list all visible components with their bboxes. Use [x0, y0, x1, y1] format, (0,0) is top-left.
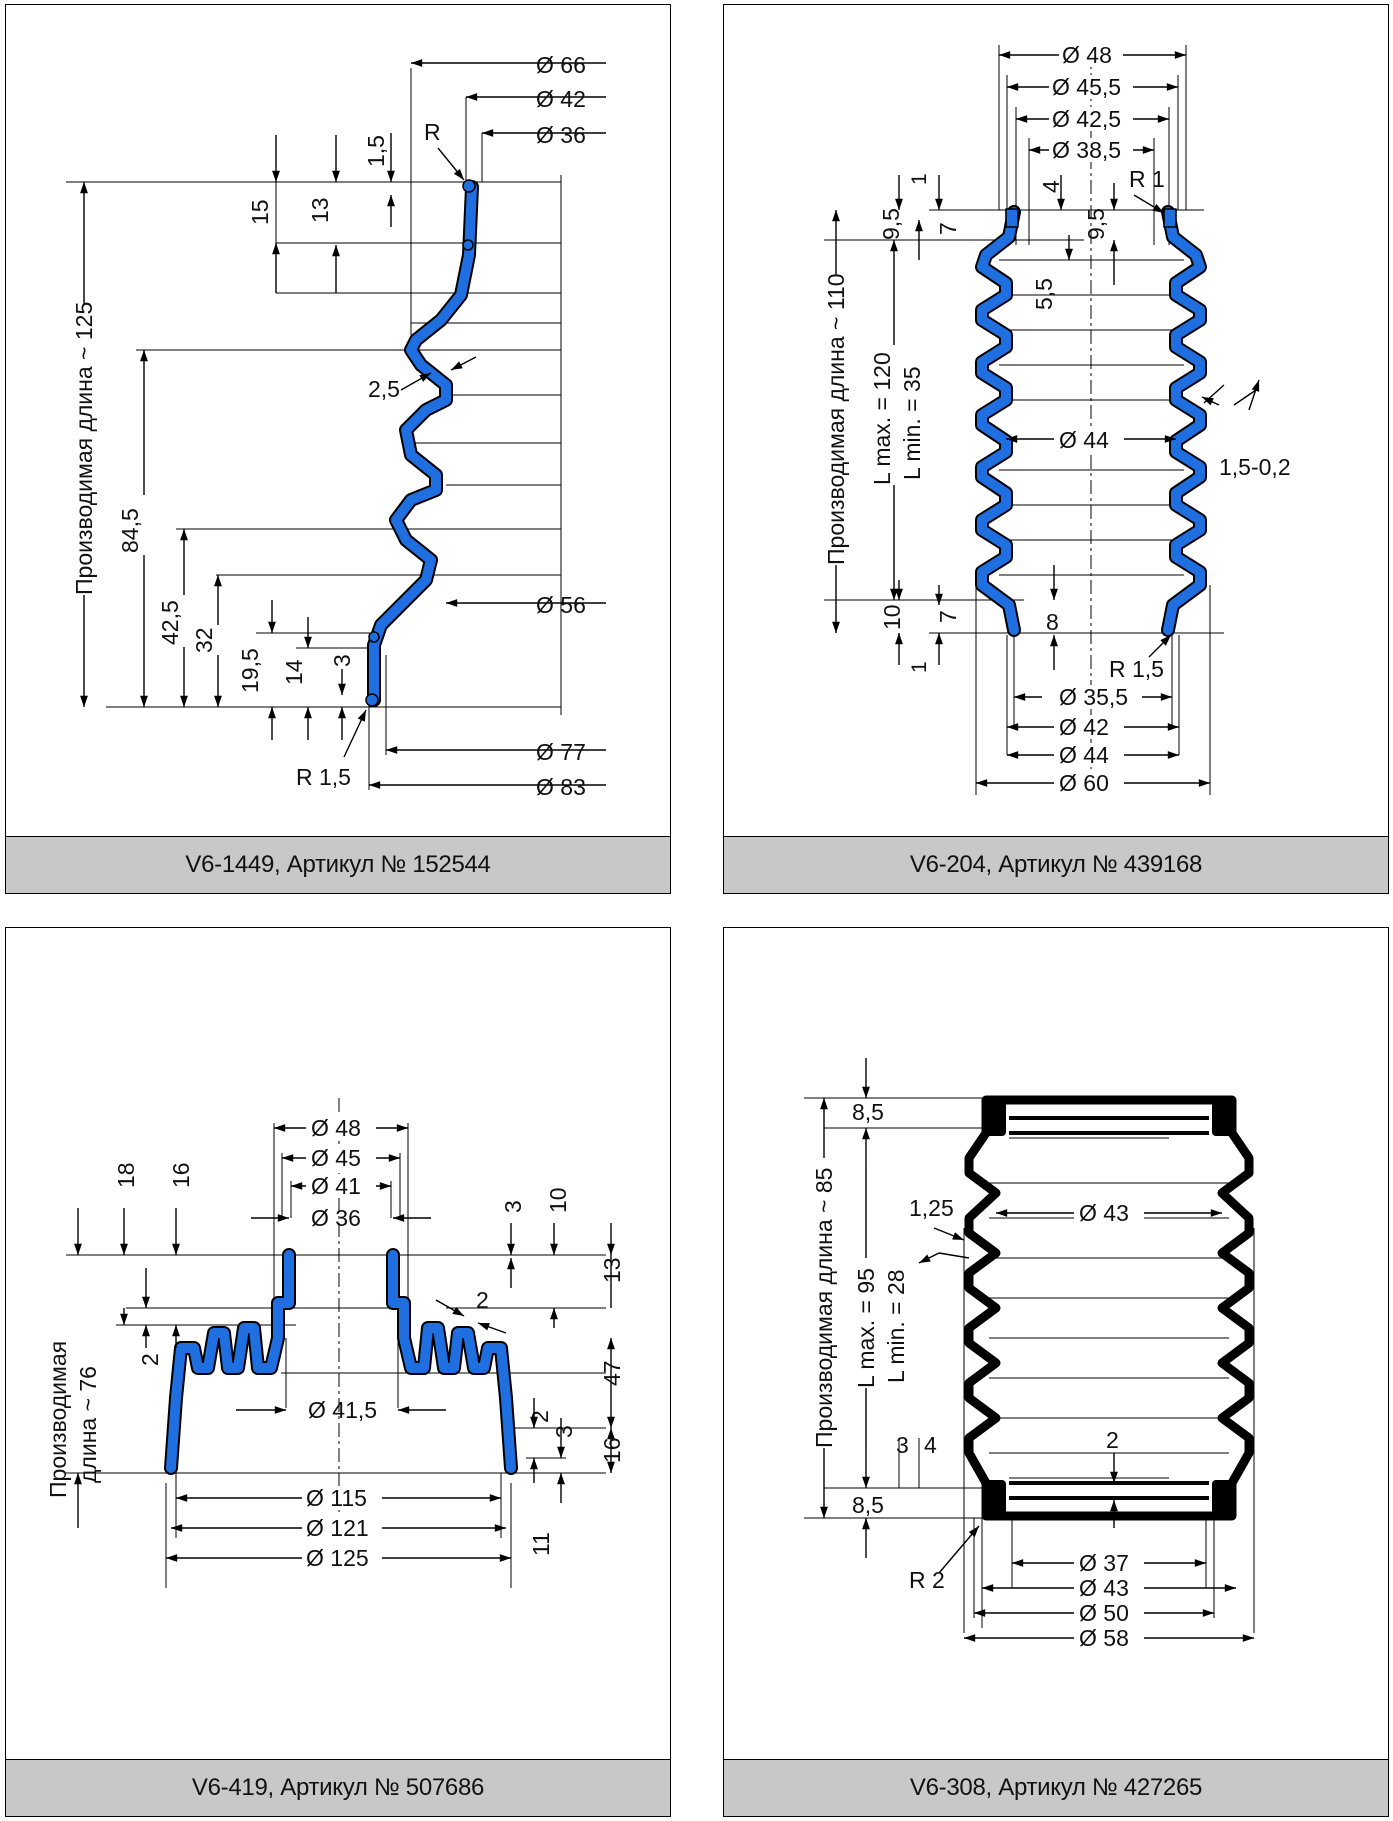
dim-d45: Ø 45 [311, 1145, 361, 1171]
dim-d125: Ø 125 [306, 1545, 369, 1571]
dim-3: 3 [329, 654, 355, 667]
panel-v6-1449: Ø 66 Ø 42 Ø 36 Ø 56 Ø 77 Ø 83 R 2,5 R 1,… [5, 4, 671, 894]
dim-d35-5: Ø 35,5 [1059, 684, 1128, 710]
dim-1-25: 1,25 [909, 1195, 954, 1221]
dim-32: 32 [191, 627, 217, 653]
label-thickness: 2,5 [368, 376, 400, 402]
label-length-1: Производимая [45, 1341, 71, 1498]
label-r: R [424, 119, 441, 145]
label-length: Производимая длина ~ 125 [71, 302, 97, 595]
panel-v6-419: Ø 48 Ø 45 Ø 41 Ø 36 18 16 2 Производимая… [5, 927, 671, 1817]
dim-8: 8 [1046, 609, 1059, 635]
dim-d66: Ø 66 [536, 52, 586, 78]
dim-11: 11 [528, 1532, 554, 1556]
dim-d41-5: Ø 41,5 [308, 1397, 377, 1423]
caption-v6-308: V6-308, Артикул № 427265 [724, 1759, 1388, 1816]
dim-18: 18 [113, 1162, 139, 1188]
dim-16-bottom: 16 [599, 1437, 625, 1463]
dim-d37: Ø 37 [1079, 1550, 1129, 1576]
dim-d44: Ø 44 [1059, 742, 1109, 768]
dim-2-right: 2 [527, 1410, 553, 1423]
dim-thickness: 2 [476, 1287, 489, 1313]
label-lmax: L max. = 120 [869, 352, 895, 485]
drawing-v6-204: Ø 48 Ø 45,5 Ø 42,5 Ø 38,5 4 R 1 1 9,5 7 … [822, 42, 1291, 796]
dim-3-top: 3 [500, 1200, 526, 1213]
dim-1-bottom: 1 [908, 661, 931, 673]
dim-13: 13 [599, 1257, 625, 1283]
dim-d60: Ø 60 [1059, 770, 1109, 796]
dim-7-top: 7 [935, 222, 961, 235]
caption-v6-204: V6-204, Артикул № 439168 [724, 836, 1388, 893]
label-r2: R 2 [909, 1567, 945, 1593]
panel-v6-308: 8,5 1,25 Ø 43 Производимая длина ~ 85 L … [723, 927, 1389, 1817]
dim-3-bottom: 3 [551, 1425, 577, 1438]
label-length: Производимая длина ~ 85 [811, 1168, 837, 1448]
dim-d44-inner: Ø 44 [1059, 427, 1109, 453]
dim-d77: Ø 77 [536, 739, 586, 765]
dim-14: 14 [281, 659, 307, 685]
dim-d48: Ø 48 [311, 1115, 361, 1141]
dim-d50: Ø 50 [1079, 1600, 1129, 1626]
label-lmin: L min. = 28 [883, 1269, 909, 1383]
dim-1-5: 1,5 [363, 135, 389, 167]
dim-47: 47 [599, 1360, 625, 1386]
label-r15: R 1,5 [296, 764, 351, 790]
dim-d45-5: Ø 45,5 [1052, 74, 1121, 100]
dim-15: 15 [247, 199, 273, 225]
dim-9-5-inner: 9,5 [1083, 208, 1109, 240]
dim-d36: Ø 36 [536, 122, 586, 148]
dim-10: 10 [545, 1187, 571, 1213]
dim-d41: Ø 41 [311, 1173, 361, 1199]
dim-2: 2 [1106, 1427, 1119, 1453]
dim-5-5: 5,5 [1031, 278, 1057, 310]
dim-19-5: 19,5 [237, 648, 263, 693]
caption-v6-419: V6-419, Артикул № 507686 [6, 1759, 670, 1816]
dim-10: 10 [879, 604, 905, 630]
label-r1: R 1 [1129, 166, 1165, 192]
dim-8-5-bottom: 8,5 [852, 1492, 884, 1518]
dim-7-bottom: 7 [935, 610, 961, 623]
dim-2-left: 2 [137, 1353, 163, 1366]
dim-42-5: 42,5 [157, 600, 183, 645]
dim-d42: Ø 42 [1059, 714, 1109, 740]
caption-v6-1449: V6-1449, Артикул № 152544 [6, 836, 670, 893]
drawing-v6-308: 8,5 1,25 Ø 43 Производимая длина ~ 85 L … [804, 1058, 1255, 1651]
dim-1-top: 1 [908, 173, 931, 185]
dim-d115: Ø 115 [306, 1485, 367, 1511]
dim-d43-inner: Ø 43 [1079, 1200, 1129, 1226]
label-length: Производимая длина ~ 110 [823, 273, 849, 565]
dim-9-5-left: 9,5 [878, 208, 904, 240]
dim-16-top: 16 [168, 1162, 194, 1188]
dim-3: 3 [896, 1432, 909, 1458]
dim-d43: Ø 43 [1079, 1575, 1129, 1601]
dim-d56: Ø 56 [536, 592, 586, 618]
dim-d121: Ø 121 [306, 1515, 369, 1541]
drawing-v6-1449: Ø 66 Ø 42 Ø 36 Ø 56 Ø 77 Ø 83 R 2,5 R 1,… [66, 52, 606, 800]
dim-d42-5: Ø 42,5 [1052, 106, 1121, 132]
dim-d42: Ø 42 [536, 86, 586, 112]
dim-d58: Ø 58 [1079, 1625, 1129, 1651]
label-lmax: L max. = 95 [853, 1268, 879, 1388]
dim-d83: Ø 83 [536, 774, 586, 800]
dim-d36: Ø 36 [311, 1205, 361, 1231]
dim-13: 13 [307, 197, 333, 223]
dim-d38-5: Ø 38,5 [1052, 137, 1121, 163]
label-lmin: L min. = 35 [899, 366, 925, 480]
label-r15: R 1,5 [1109, 656, 1164, 682]
dim-d48: Ø 48 [1062, 42, 1112, 68]
dim-4: 4 [924, 1432, 937, 1458]
dim-thickness: 1,5-0,2 [1219, 454, 1291, 480]
dim-8-5-top: 8,5 [852, 1099, 884, 1125]
drawing-v6-419: Ø 48 Ø 45 Ø 41 Ø 36 18 16 2 Производимая… [45, 1098, 625, 1588]
dim-4: 4 [1038, 180, 1064, 193]
label-length-2: длина ~ 76 [75, 1366, 101, 1483]
dim-84-5: 84,5 [117, 508, 143, 553]
panel-v6-204: Ø 48 Ø 45,5 Ø 42,5 Ø 38,5 4 R 1 1 9,5 7 … [723, 4, 1389, 894]
